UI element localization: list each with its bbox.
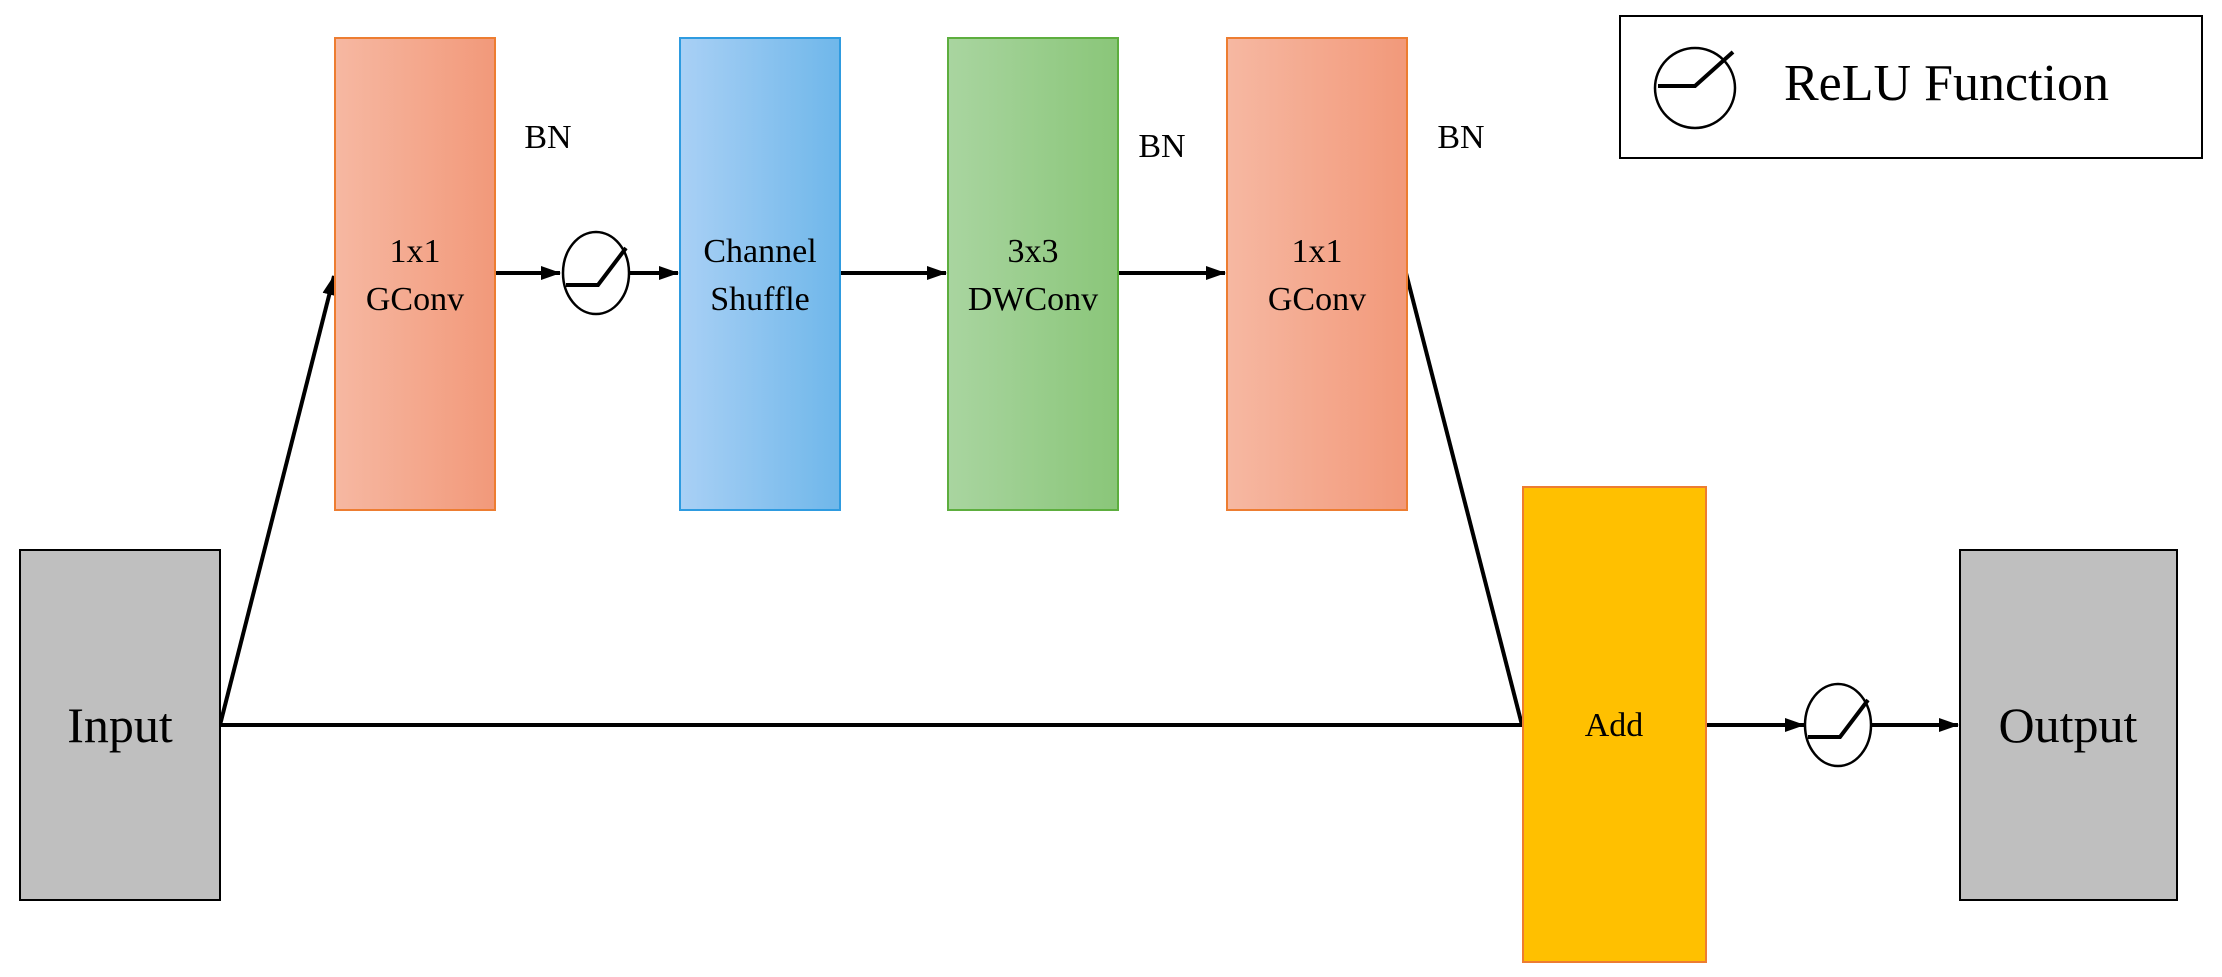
input-to-gconv1-arrow xyxy=(218,275,337,726)
shuffle-label-line2: Shuffle xyxy=(710,281,809,318)
gconv2-label-line1: 1x1 xyxy=(1292,233,1343,270)
input-label: Input xyxy=(67,697,173,753)
relu-icon xyxy=(1803,682,1873,768)
connections xyxy=(218,266,1959,732)
relu-icon xyxy=(561,230,631,316)
dwconv-label-line2: DWConv xyxy=(968,281,1098,318)
gconv2-label-line2: GConv xyxy=(1268,281,1366,318)
bn-label-1: BN xyxy=(524,119,571,156)
bn-label-3: BN xyxy=(1437,119,1484,156)
gconv1-label-line2: GConv xyxy=(366,281,464,318)
gconv1-label-line1: 1x1 xyxy=(390,233,441,270)
gconv1-block: 1x1 GConv xyxy=(334,37,496,511)
add-label: Add xyxy=(1585,707,1644,744)
dwconv-block: 3x3 DWConv xyxy=(947,37,1119,511)
add-block: Add xyxy=(1522,486,1707,963)
gconv2-block: 1x1 GConv xyxy=(1226,37,1408,511)
gconv2-to-add-line xyxy=(1404,272,1524,726)
legend-label: ReLU Function xyxy=(1784,55,2109,112)
bn-label-2: BN xyxy=(1138,128,1185,165)
dwconv-label-line1: 3x3 xyxy=(1008,233,1059,270)
output-block: Output xyxy=(1959,549,2178,901)
output-label: Output xyxy=(1999,697,2138,753)
channel-shuffle-block: Channel Shuffle xyxy=(679,37,841,511)
shuffle-label-line1: Channel xyxy=(703,233,816,270)
input-block: Input xyxy=(19,549,221,901)
legend-box: ReLU Function xyxy=(1619,15,2203,159)
relu-icon xyxy=(1653,46,1737,130)
